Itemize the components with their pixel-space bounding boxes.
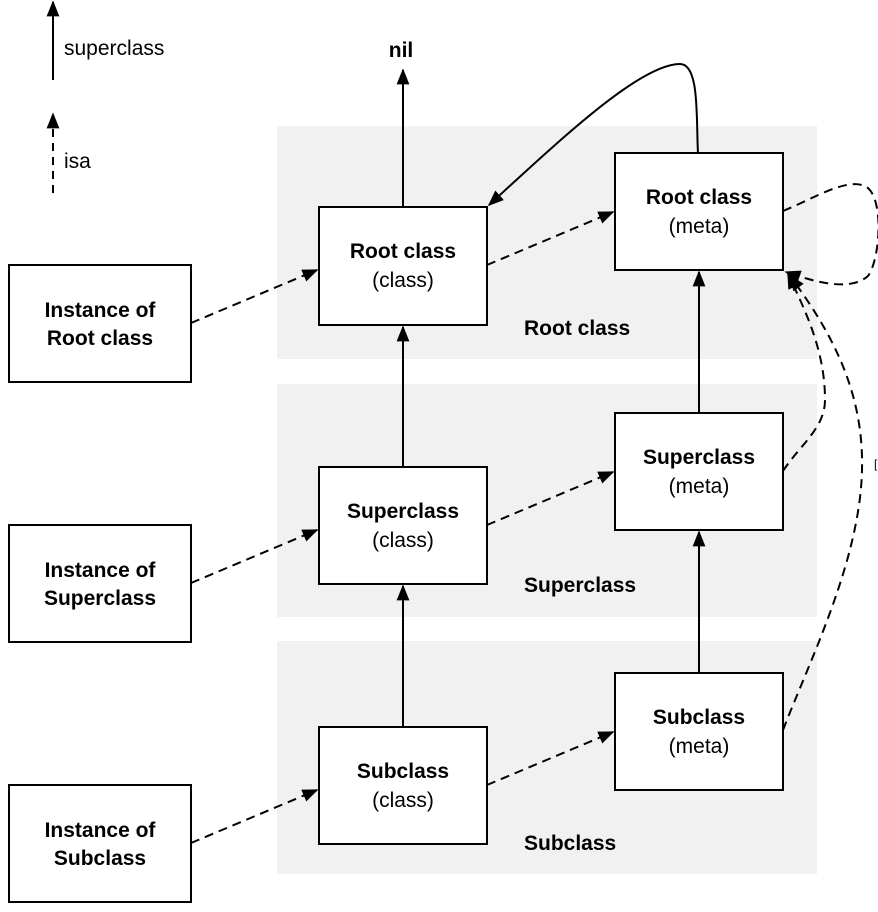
root-class-isa-arrow (486, 211, 615, 266)
superclass-instance-isa-arrow (190, 529, 319, 584)
root-meta-self-isa-arrow (782, 183, 878, 286)
meta-subclass-kind: (meta) (669, 735, 730, 758)
band-label-subclass: Subclass (524, 832, 616, 855)
instance-subclass[interactable]: Instance of Subclass (8, 784, 192, 903)
instance-subclass-line2: Subclass (54, 847, 146, 870)
superclass-meta-isa-arrow (782, 272, 827, 472)
subclass-instance-isa-arrow (190, 789, 319, 844)
root-meta-to-root-class-arrow (487, 62, 699, 207)
nil-label: nil (389, 39, 414, 62)
superclass-class-isa-arrow (486, 471, 615, 526)
class-root[interactable]: Root class (class) (318, 206, 488, 326)
meta-subclass-title: Subclass (653, 706, 745, 729)
meta-superclass-kind: (meta) (669, 475, 730, 498)
cropped-edge-mark: [ (874, 457, 878, 471)
meta-root-kind: (meta) (669, 215, 730, 238)
class-superclass-kind: (class) (372, 529, 434, 552)
instance-root-line1: Instance of (45, 299, 157, 322)
class-superclass-title: Superclass (347, 500, 459, 523)
instance-superclass-line2: Superclass (44, 587, 156, 610)
meta-superclass-title: Superclass (643, 446, 755, 469)
legend: superclass isa (46, 0, 164, 193)
class-superclass[interactable]: Superclass (class) (318, 466, 488, 585)
class-subclass[interactable]: Subclass (class) (318, 726, 488, 845)
class-root-title: Root class (350, 240, 456, 263)
band-label-root-class: Root class (524, 317, 630, 340)
class-root-kind: (class) (372, 269, 434, 292)
meta-superclass[interactable]: Superclass (meta) (614, 412, 784, 531)
meta-subclass[interactable]: Subclass (meta) (614, 672, 784, 791)
root-instance-isa-arrow (190, 269, 319, 324)
instance-superclass-line1: Instance of (45, 559, 157, 582)
meta-root-title: Root class (646, 186, 752, 209)
band-label-superclass: Superclass (524, 574, 636, 597)
instance-root-class[interactable]: Instance of Root class (8, 264, 192, 383)
subclass-class-isa-arrow (486, 731, 615, 786)
legend-isa-label: isa (64, 150, 91, 173)
class-subclass-kind: (class) (372, 789, 434, 812)
instance-superclass[interactable]: Instance of Superclass (8, 524, 192, 643)
class-subclass-title: Subclass (357, 760, 449, 783)
legend-superclass-label: superclass (64, 37, 164, 60)
instance-subclass-line1: Instance of (45, 819, 157, 842)
subclass-meta-isa-arrow (782, 274, 864, 731)
instance-root-line2: Root class (47, 327, 153, 350)
meta-root[interactable]: Root class (meta) (614, 152, 784, 271)
